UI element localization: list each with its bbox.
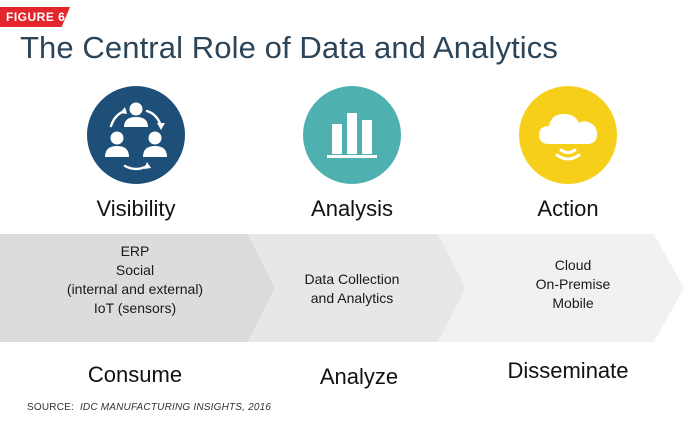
list-item: Cloud — [554, 257, 592, 273]
stage-label-action: Action — [537, 196, 599, 221]
list-item: (internal and external) — [66, 281, 204, 297]
list-item: and Analytics — [310, 290, 394, 306]
stage-label-analysis: Analysis — [311, 196, 393, 221]
chevron-consume — [0, 234, 275, 342]
source-text: IDC MANUFACTURING INSIGHTS, 2016 — [79, 402, 272, 413]
list-item: Data Collection — [304, 271, 400, 287]
analysis-items: Data Collection and Analytics — [272, 270, 432, 308]
list-item: ERP — [120, 243, 150, 259]
source-prefix: SOURCE: — [27, 402, 74, 413]
verb-analyze: Analyze — [319, 364, 399, 389]
figure-badge: FIGURE 6 — [0, 7, 70, 27]
list-item: Mobile — [552, 295, 594, 311]
list-item: Social — [115, 262, 155, 278]
list-item: IoT (sensors) — [93, 300, 177, 316]
page-title: The Central Role of Data and Analytics — [20, 30, 558, 65]
chevron-disseminate — [438, 234, 684, 342]
verb-consume: Consume — [87, 362, 183, 387]
bar-chart-icon — [303, 86, 401, 184]
process-band: ERP Social (internal and external) IoT (… — [0, 234, 700, 342]
visibility-items: ERP Social (internal and external) IoT (… — [30, 242, 240, 318]
verb-disseminate: Disseminate — [507, 358, 629, 383]
cloud-broadcast-icon — [519, 86, 617, 184]
chevron-analyze — [248, 234, 466, 342]
people-network-icon — [87, 86, 185, 184]
stage-label-visibility: Visibility — [96, 196, 176, 221]
list-item: On-Premise — [535, 276, 611, 292]
source-note: SOURCE: IDC MANUFACTURING INSIGHTS, 2016 — [27, 402, 271, 413]
action-items: Cloud On-Premise Mobile — [488, 256, 658, 313]
